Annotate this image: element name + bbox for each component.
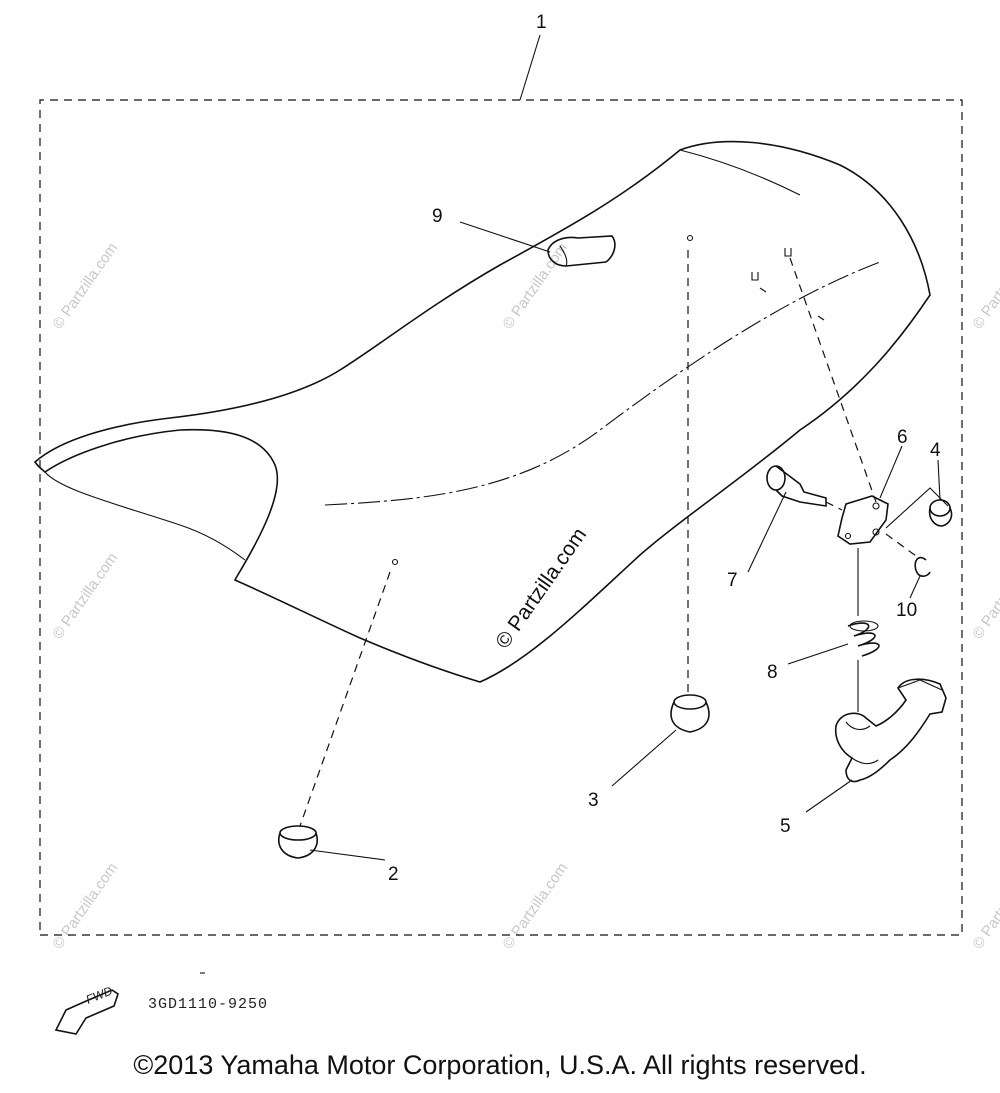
leader-line-6: [879, 445, 903, 499]
clip-body: [547, 235, 616, 267]
seat-front-lip: [679, 149, 801, 196]
bracket-hole: [872, 502, 880, 510]
watermark-text: © Partzilla.com: [969, 550, 1000, 643]
callout-7: 7: [727, 570, 738, 591]
watermark-text: © Partzilla.com: [499, 860, 571, 953]
pin-head: [766, 465, 786, 491]
assembly-line-6: [789, 257, 877, 503]
mount-hole: [391, 558, 399, 566]
seat-seam: [324, 261, 881, 506]
callout-1: 1: [536, 12, 547, 33]
seat-hook-mark: [751, 272, 759, 281]
leader-line-8: [787, 643, 849, 665]
callout-3: 3: [588, 790, 599, 811]
part-10-clip: [914, 556, 931, 577]
seat-hook-mark: [817, 315, 825, 321]
damper-body: [278, 832, 318, 859]
assembly-line-10: [885, 533, 917, 557]
leader-line-10: [909, 575, 921, 599]
callout-10: 10: [896, 600, 917, 621]
spring-end: [849, 620, 879, 632]
fwd-label: FWD: [84, 983, 115, 1006]
leader-line-3: [611, 729, 677, 787]
leader-line-5: [805, 779, 853, 813]
damper-top: [279, 825, 317, 841]
callout-5: 5: [780, 816, 791, 837]
fwd-arrow-icon: FWD: [54, 983, 119, 1035]
watermark-center: © Partzilla.com: [491, 524, 591, 653]
seat-outline: [33, 140, 931, 683]
leader-line-7: [747, 491, 787, 573]
assembly-boundary-box: [39, 99, 963, 936]
fwd-arrow-shape: [54, 989, 119, 1035]
part-3-damper: [670, 694, 710, 733]
lever-body: [834, 678, 947, 783]
grommet-body: [928, 507, 953, 527]
bracket-hole: [844, 532, 852, 540]
part-2-damper: [278, 825, 318, 859]
lever-tab: [897, 679, 943, 691]
leader-line-4b: [885, 487, 949, 529]
callout-8: 8: [767, 662, 778, 683]
leader-line-9: [459, 221, 551, 253]
seat-hook-mark: [759, 287, 767, 293]
bracket-body: [837, 495, 889, 545]
callout-2: 2: [388, 864, 399, 885]
seat-rear-rim: [44, 471, 246, 561]
watermark-text: © Partzilla.com: [969, 240, 1000, 333]
seat-body: [33, 140, 931, 683]
damper-top: [673, 694, 707, 710]
copyright-notice: ©2013 Yamaha Motor Corporation, U.S.A. A…: [133, 1050, 867, 1080]
grommet-top: [929, 499, 951, 517]
watermark-text: © Partzilla.com: [49, 860, 121, 953]
leader-line-4: [937, 459, 941, 501]
leader-line-2: [309, 849, 386, 861]
assembly-line-2: [299, 571, 391, 827]
assembly-line-7: [825, 501, 843, 511]
watermark-text: © Partzilla.com: [49, 550, 121, 643]
callout-4: 4: [930, 440, 941, 461]
seat-hook-mark: [784, 248, 792, 257]
clip-fold: [559, 245, 568, 267]
watermark-text: © Partzilla.com: [969, 860, 1000, 953]
part-4-grommet: [928, 499, 953, 527]
part-8-spring: [847, 620, 880, 657]
part-9-clip: [547, 235, 616, 267]
spring-coil: [847, 622, 880, 657]
clip-ring: [914, 556, 931, 577]
leader-line-1: [519, 34, 541, 101]
lever-hinge: [851, 757, 879, 765]
damper-body: [670, 701, 710, 733]
bracket-hole: [872, 528, 880, 536]
part-5-lever: [834, 678, 947, 783]
part-code: 3GD1110-9250: [148, 996, 268, 1013]
mount-hole: [686, 234, 694, 242]
watermark-text: © Partzilla.com: [49, 240, 121, 333]
part-7-pin: [766, 465, 827, 507]
part-6-bracket: [837, 495, 889, 545]
watermark-text: © Partzilla.com: [499, 240, 571, 333]
callout-9: 9: [432, 206, 443, 227]
lever-hinge: [845, 721, 871, 731]
callout-6: 6: [897, 427, 908, 448]
